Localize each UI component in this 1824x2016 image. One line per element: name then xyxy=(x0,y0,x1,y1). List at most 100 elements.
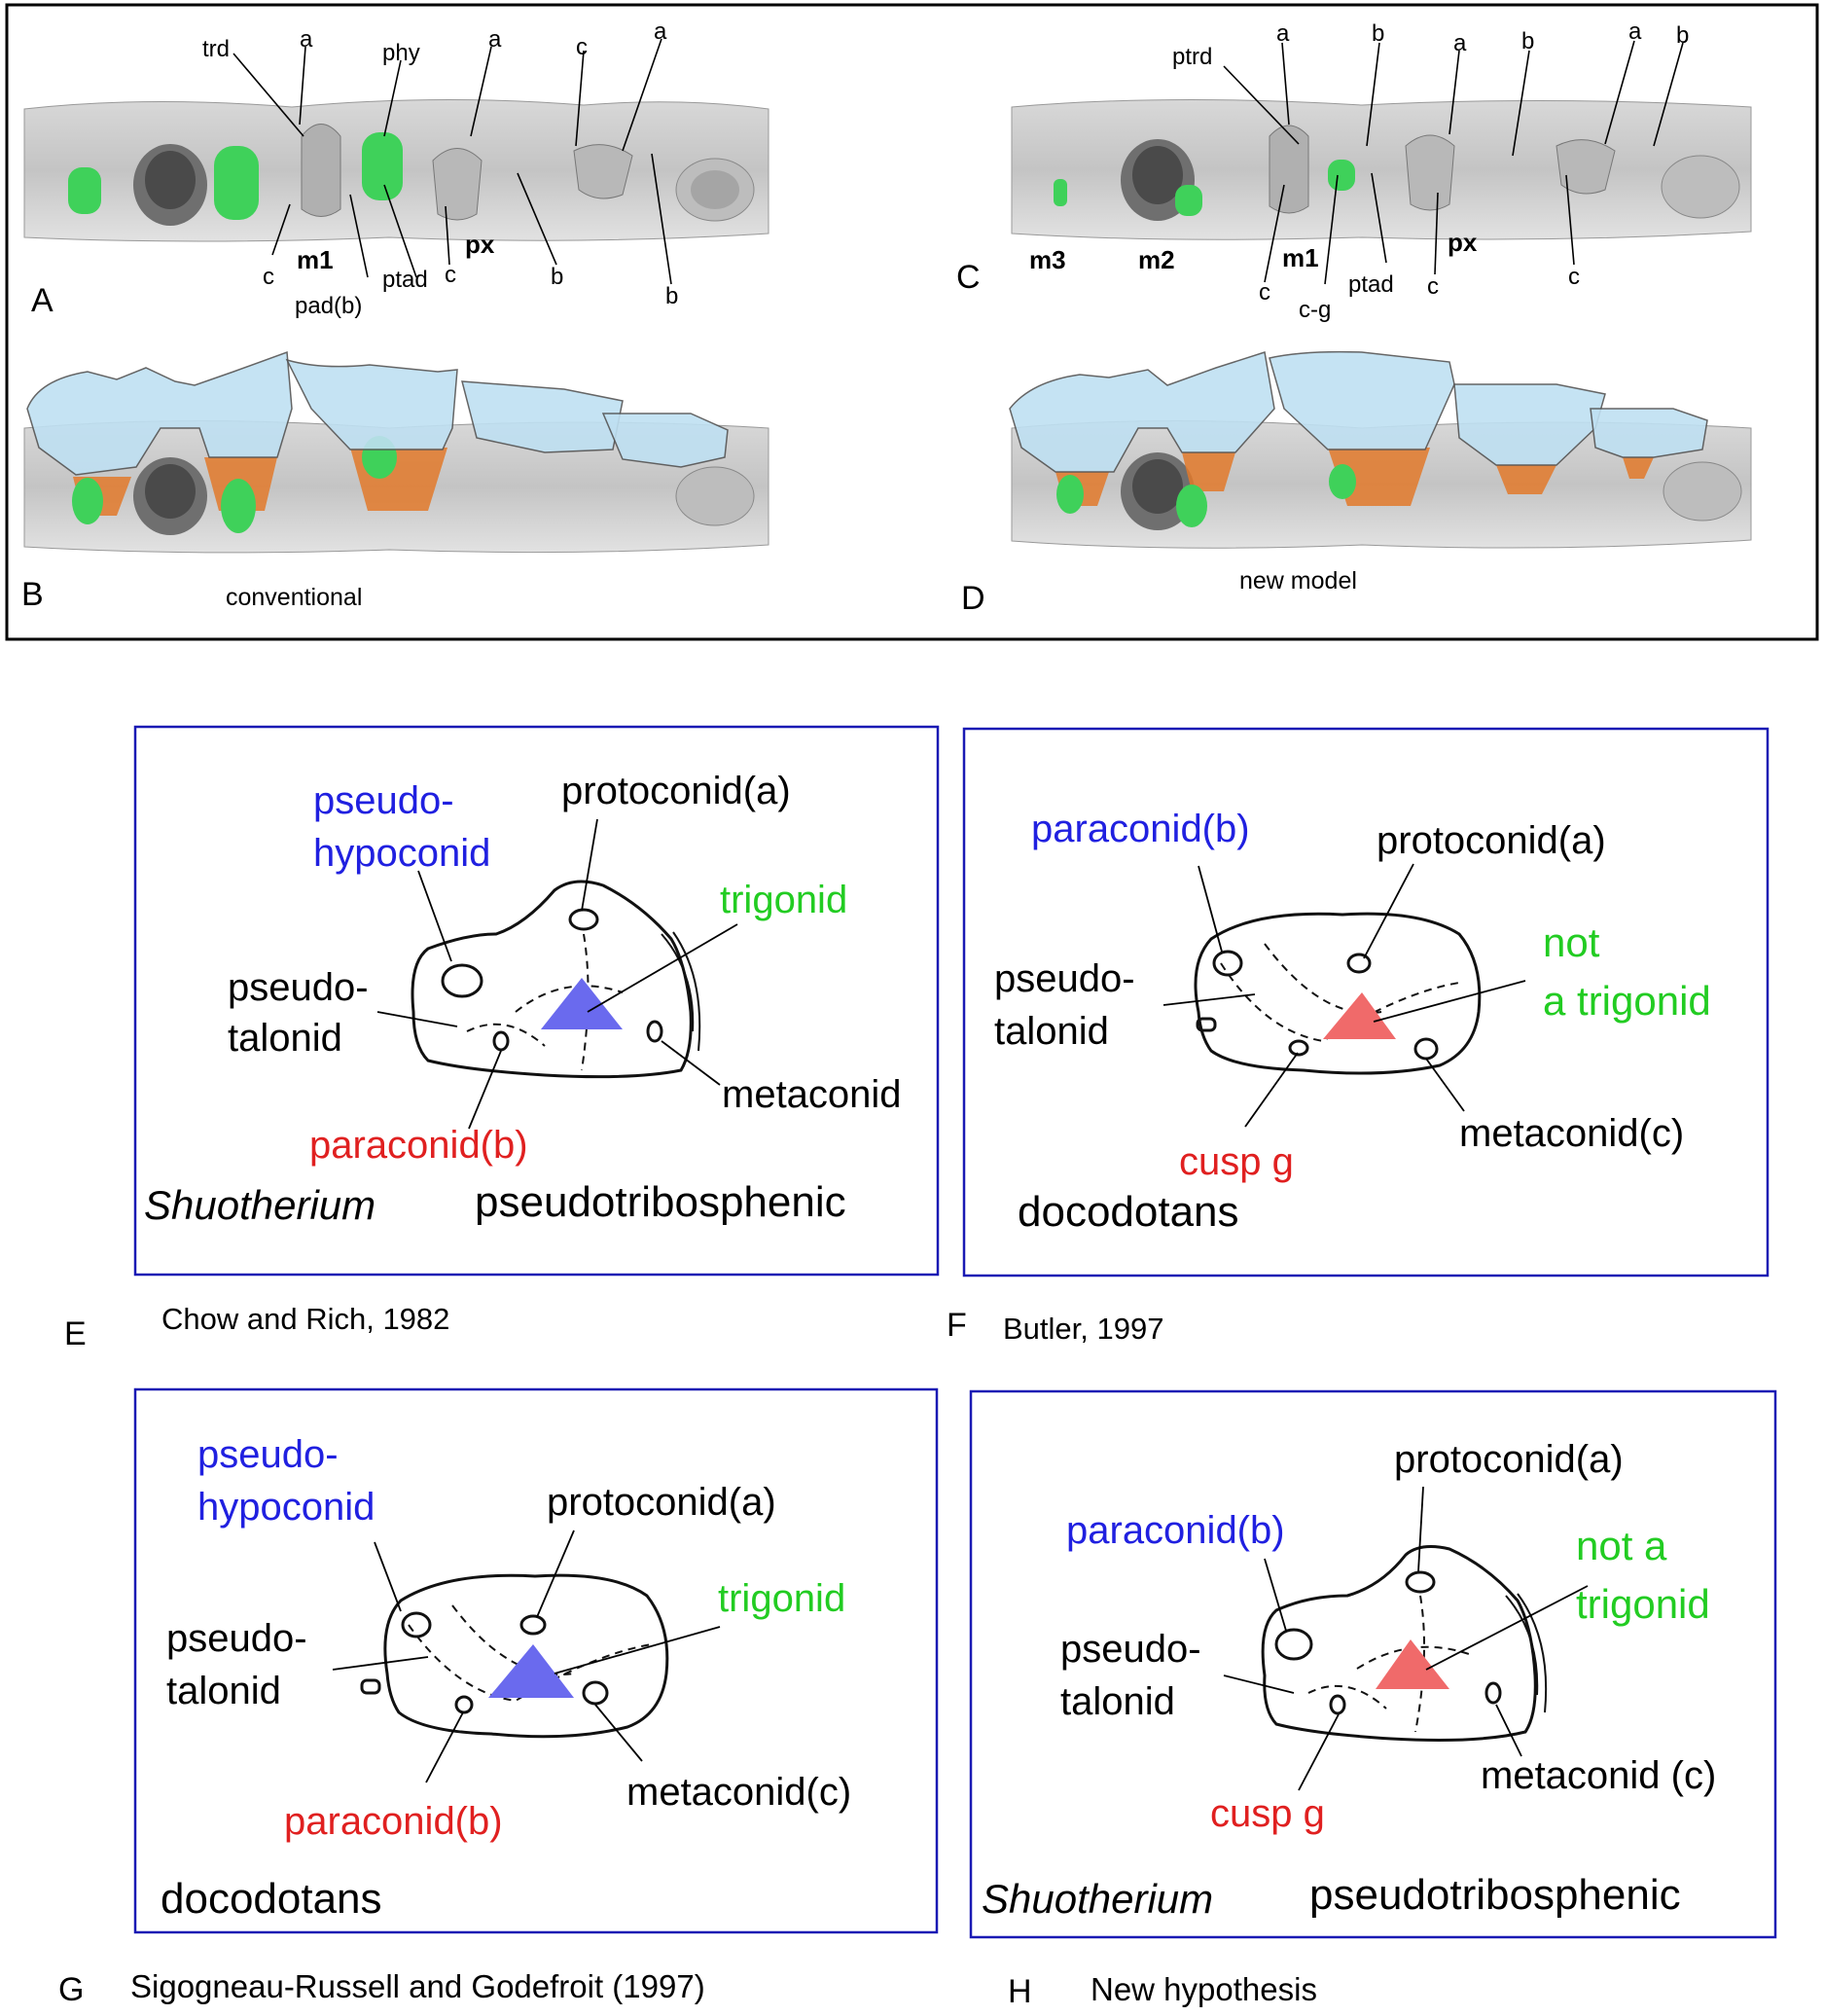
box-f xyxy=(962,727,1770,1278)
label-protoconid: protoconid(a) xyxy=(1394,1438,1624,1481)
label-b: b xyxy=(551,264,563,290)
label-pseudo-talonid-1: pseudo- xyxy=(994,957,1135,1000)
label-pseudo-hypoconid-2: hypoconid xyxy=(313,832,490,875)
label-pseudo-hypoconid-2: hypoconid xyxy=(197,1486,375,1529)
panel-letter-e: E xyxy=(64,1315,87,1352)
panel-letter-a: A xyxy=(31,282,54,319)
label-pseudo-talonid-2: talonid xyxy=(166,1670,281,1712)
label-pseudo-talonid-2: talonid xyxy=(228,1017,342,1060)
label-trd: trd xyxy=(202,36,230,62)
label-a: a xyxy=(488,26,502,53)
label-protoconid: protoconid(a) xyxy=(561,770,791,812)
fossil-strip-b xyxy=(23,350,769,554)
label-protoconid: protoconid(a) xyxy=(547,1481,776,1524)
leader-lines-a xyxy=(232,38,672,285)
label-cusp-g: cusp g xyxy=(1210,1792,1325,1835)
label-b: b xyxy=(665,283,678,309)
label-c-g: c-g xyxy=(1299,297,1331,323)
label-pseudo-talonid-1: pseudo- xyxy=(166,1617,307,1660)
caption-new-model: new model xyxy=(1239,567,1357,594)
label-paraconid: paraconid(b) xyxy=(1031,808,1250,850)
label-pseudo-hypoconid-1: pseudo- xyxy=(197,1433,339,1476)
label-c: c xyxy=(576,34,588,60)
label-c: c xyxy=(1568,264,1580,290)
tooth-outline-e xyxy=(411,880,701,1079)
label-pseudo-hypoconid-1: pseudo- xyxy=(313,779,454,822)
label-px: px xyxy=(465,230,495,259)
label-m1: m1 xyxy=(297,245,334,274)
fossil-strip-c xyxy=(1011,98,1752,240)
fossil-strip-a xyxy=(23,98,769,242)
label-metaconid: metaconid(c) xyxy=(626,1771,851,1814)
label-a: a xyxy=(300,26,313,53)
label-protoconid: protoconid(a) xyxy=(1377,819,1606,862)
box-h xyxy=(969,1389,1777,1939)
label-not-trigonid-1: not a xyxy=(1576,1523,1667,1568)
top-panel-frame xyxy=(5,3,1819,641)
label-m2: m2 xyxy=(1138,245,1175,274)
label-a: a xyxy=(1276,20,1290,47)
cusp-green-marker xyxy=(68,167,101,214)
citation-g: Sigogneau-Russell and Godefroit (1997) xyxy=(130,1968,705,2004)
label-c: c xyxy=(1259,279,1270,306)
taxon-label: docodotans xyxy=(1018,1188,1239,1236)
label-c: c xyxy=(445,262,456,288)
type-label: pseudotribosphenic xyxy=(1309,1871,1681,1919)
label-b: b xyxy=(1676,22,1689,49)
label-metaconid: metaconid (c) xyxy=(1481,1754,1716,1797)
label-m3: m3 xyxy=(1029,245,1066,274)
caption-conventional: conventional xyxy=(226,584,362,611)
label-m1: m1 xyxy=(1282,243,1319,272)
label-a: a xyxy=(654,18,667,45)
label-a: a xyxy=(1628,18,1642,45)
label-phy: phy xyxy=(382,40,420,66)
leader-lines-e xyxy=(376,818,738,1130)
label-b: b xyxy=(1521,28,1534,54)
leader-lines-f xyxy=(1162,863,1526,1128)
label-not-trigonid-1: not xyxy=(1543,919,1600,965)
label-paraconid: paraconid(b) xyxy=(1066,1509,1285,1552)
cusp-green-marker xyxy=(1328,160,1355,191)
label-paraconid: paraconid(b) xyxy=(284,1800,503,1843)
label-not-trigonid-2: trigonid xyxy=(1576,1581,1710,1627)
tooth-outline-h xyxy=(1261,1545,1548,1742)
label-metaconid: metaconid xyxy=(722,1073,902,1116)
label-pseudo-talonid-1: pseudo- xyxy=(1060,1628,1201,1671)
label-ptrd: ptrd xyxy=(1172,44,1212,70)
fossil-strip-d xyxy=(1009,350,1752,549)
label-pseudo-talonid-2: talonid xyxy=(994,1010,1109,1053)
box-g xyxy=(133,1387,939,1934)
triangle-red xyxy=(1323,992,1396,1039)
cusp-green-marker xyxy=(1054,179,1067,206)
leader-lines-h xyxy=(1223,1486,1589,1791)
citation-e: Chow and Rich, 1982 xyxy=(161,1302,449,1336)
panel-letter-b: B xyxy=(21,576,44,613)
box-e xyxy=(133,725,940,1277)
label-pseudo-talonid-2: talonid xyxy=(1060,1680,1175,1723)
label-trigonid: trigonid xyxy=(720,879,847,921)
label-c: c xyxy=(1427,273,1439,300)
label-trigonid: trigonid xyxy=(718,1577,845,1620)
panel-a-labels: trd a phy a c a c m1 pad(b) ptad c px b … xyxy=(202,18,678,319)
leader-lines-c xyxy=(1223,40,1684,285)
label-ptad: ptad xyxy=(1348,271,1394,298)
panel-letter-g: G xyxy=(58,1971,84,2008)
label-metaconid: metaconid(c) xyxy=(1459,1112,1684,1155)
tooth-outline-g xyxy=(360,1573,669,1739)
label-px: px xyxy=(1448,228,1478,257)
triangle-red xyxy=(1376,1639,1449,1689)
label-ptad: ptad xyxy=(382,267,428,293)
label-not-trigonid-2: a trigonid xyxy=(1543,978,1711,1024)
cusp-green-marker xyxy=(214,146,259,220)
citation-f: Butler, 1997 xyxy=(1003,1312,1163,1346)
tooth-outline-f xyxy=(1194,912,1482,1075)
taxon-label: Shuotherium xyxy=(144,1182,376,1228)
panel-c-labels: ptrd a b a b a b m3 m2 c m1 c-g ptad c p… xyxy=(1029,18,1689,323)
panel-letter-d: D xyxy=(961,580,985,617)
taxon-label: Shuotherium xyxy=(982,1876,1213,1922)
triangle-blue xyxy=(541,978,623,1029)
leader-lines-g xyxy=(332,1530,721,1783)
type-label: pseudotribosphenic xyxy=(475,1178,846,1226)
label-paraconid: paraconid(b) xyxy=(309,1124,528,1167)
